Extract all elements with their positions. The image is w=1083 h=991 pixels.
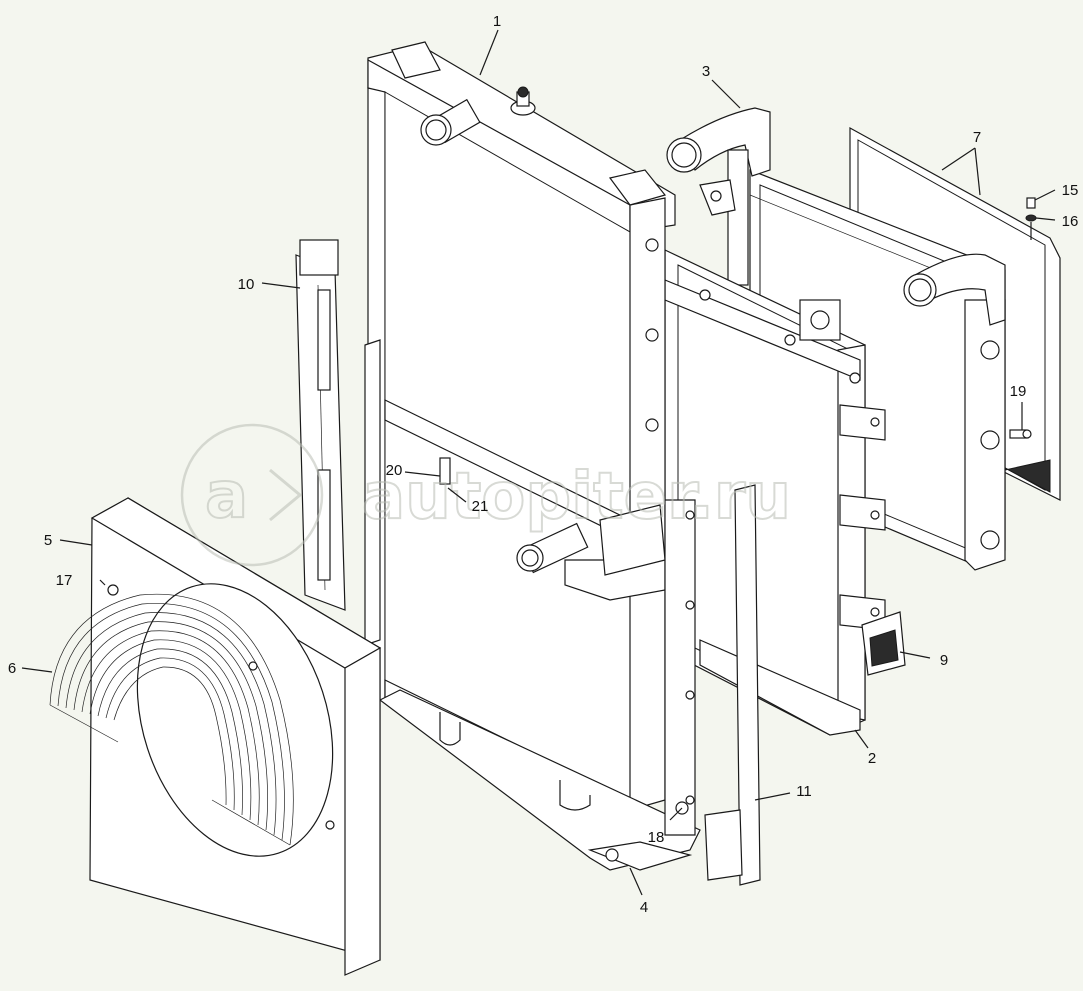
part-15-16-bolt <box>1025 197 1037 240</box>
part-1-main-radiator <box>367 41 676 816</box>
right-cooler-pipe <box>903 253 1006 326</box>
leader-lines <box>21 29 1056 896</box>
callout-9: 9 <box>940 652 948 669</box>
part-20-21-bracket <box>364 339 451 646</box>
callout-19: 19 <box>1010 383 1027 400</box>
callout-3: 3 <box>702 63 710 80</box>
part-6-fan-guard <box>49 593 294 846</box>
callout-7: 7 <box>973 129 981 146</box>
callout-16: 16 <box>1062 213 1079 230</box>
callout-18: 18 <box>648 829 665 846</box>
part-4-base-frame <box>378 689 701 871</box>
part-10-side-seal <box>295 239 346 611</box>
callout-15: 15 <box>1062 182 1079 199</box>
part-2-oil-cooler <box>664 249 886 736</box>
callout-2: 2 <box>868 750 876 767</box>
callout-5: 5 <box>44 532 52 549</box>
part-11-side-seal <box>704 484 761 886</box>
callout-20: 20 <box>386 462 403 479</box>
callout-21: 21 <box>472 498 489 515</box>
callout-10: 10 <box>238 276 255 293</box>
callout-1: 1 <box>493 13 501 30</box>
watermark-text: autopiter.ru <box>362 460 791 534</box>
callout-6: 6 <box>8 660 16 677</box>
callout-11: 11 <box>796 783 812 800</box>
watermark: a autopiter.ru <box>180 423 792 567</box>
part-3-upper-pipe <box>666 107 771 286</box>
callout-4: 4 <box>640 899 648 916</box>
part-9-bracket <box>861 611 906 676</box>
callout-labels: 1 2 3 4 5 6 7 9 10 11 15 16 17 18 19 20 … <box>8 13 1079 916</box>
callout-17: 17 <box>56 572 73 589</box>
watermark-logo-glyph: a <box>205 459 248 533</box>
part-5-fan-shroud <box>89 497 382 976</box>
center-post <box>664 499 696 836</box>
part-19-bolt <box>1009 429 1032 439</box>
